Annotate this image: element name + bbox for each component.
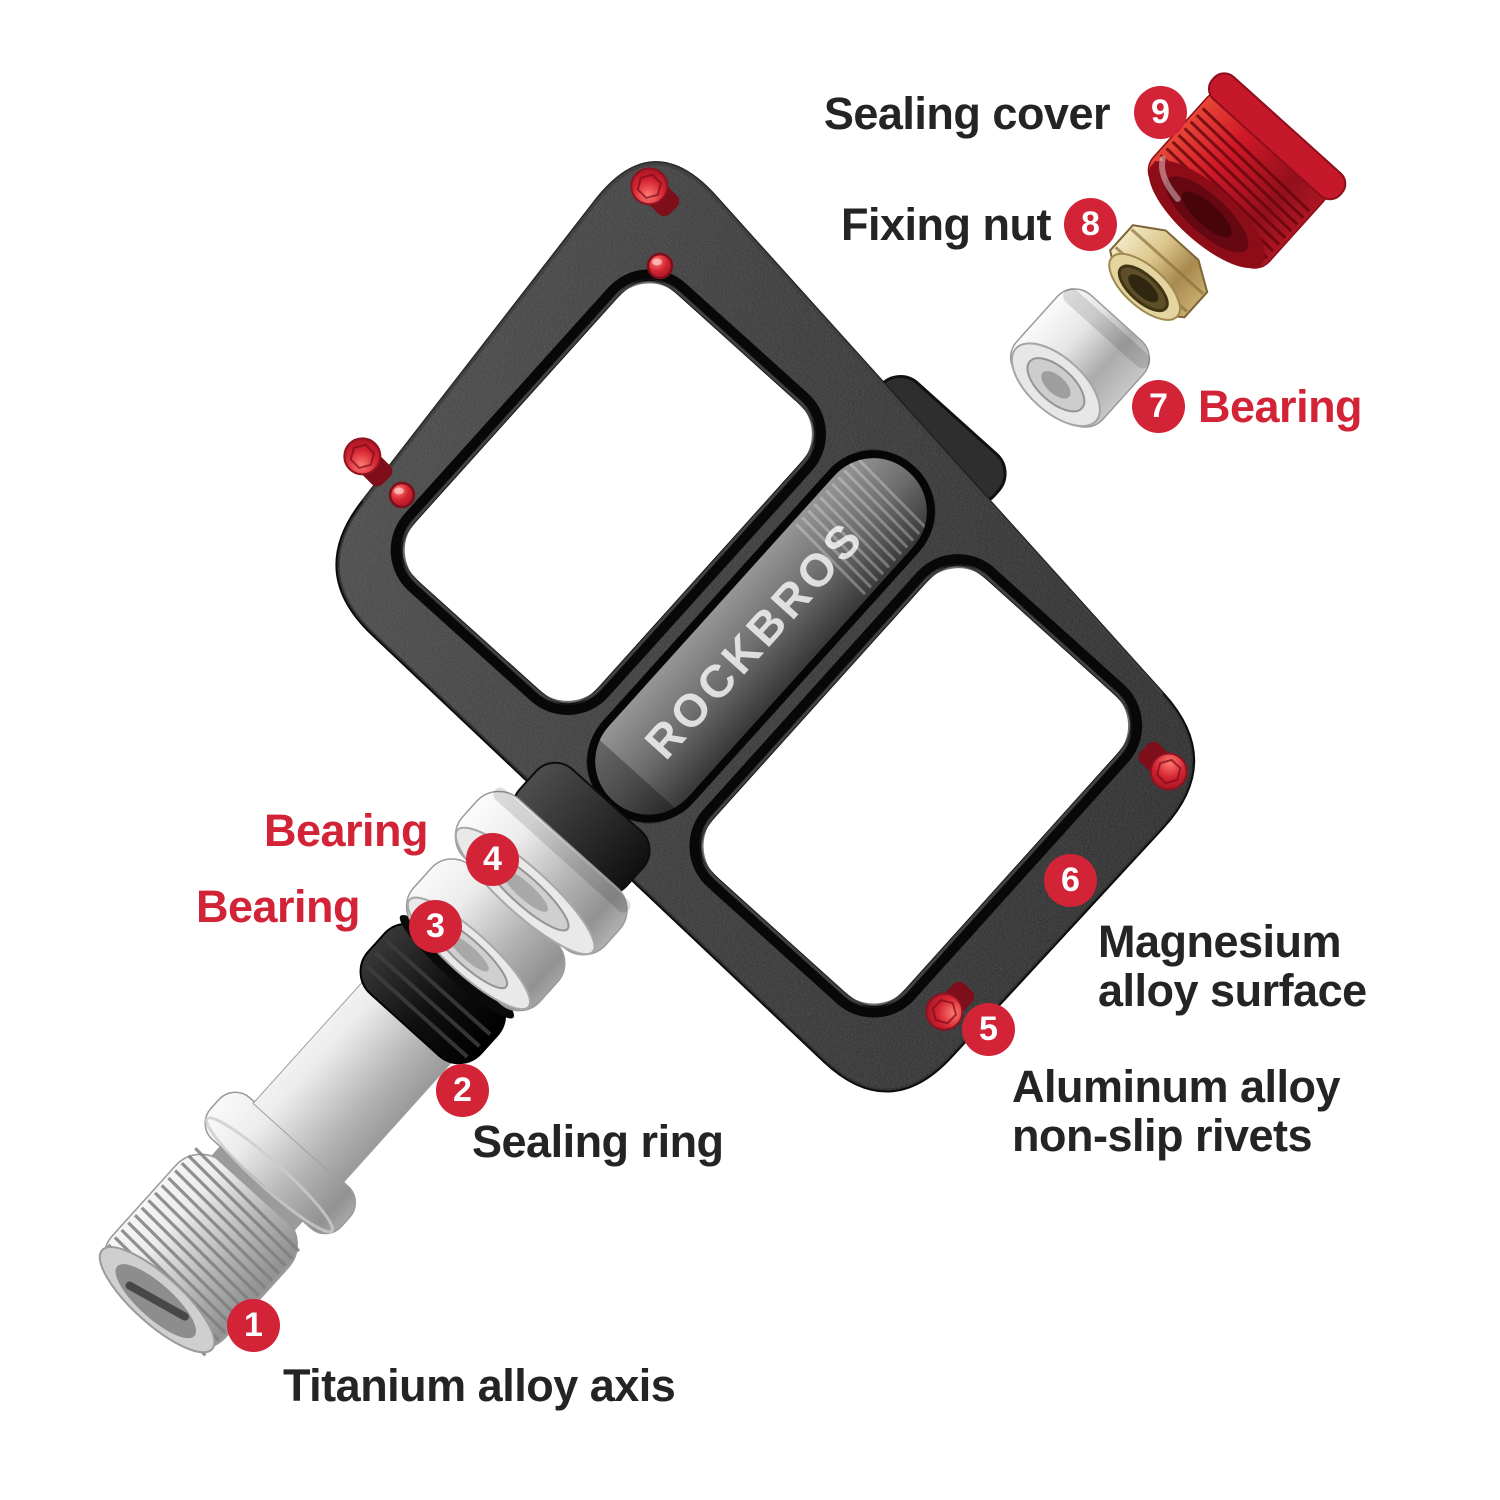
- part-badge-3: 3: [409, 900, 462, 953]
- axle-groove: [211, 1144, 305, 1231]
- label-surface-line2: alloy surface: [1098, 965, 1367, 1016]
- label-bearing-4: Bearing: [263, 805, 429, 856]
- part-badge-5: 5: [962, 1003, 1015, 1056]
- rivet-dot-top: [646, 252, 674, 280]
- label-fixing-nut: Fixing nut: [841, 199, 1051, 250]
- fixing-nut-part: [1108, 224, 1209, 321]
- part-badge-4: 4: [466, 833, 519, 886]
- pedal-surface-texture: [337, 163, 1193, 1091]
- window-bevels: [361, 161, 1164, 1018]
- label-titanium-axis: Titanium alloy axis: [283, 1360, 676, 1411]
- label-surface-line1: Magnesium: [1098, 916, 1342, 967]
- spindle-thread-texture: [795, 456, 927, 596]
- label-bearing-7: Bearing: [1198, 381, 1363, 432]
- label-sealing-cover: Sealing cover: [823, 88, 1111, 139]
- part-badge-8: 8: [1064, 198, 1117, 251]
- label-rivets-line2: non-slip rivets: [1012, 1110, 1313, 1161]
- axle-in-channel: ROCKBROS: [557, 426, 957, 854]
- part-badge-7: 7: [1132, 380, 1185, 433]
- part-badge-2: 2: [436, 1064, 489, 1117]
- label-sealing-ring: Sealing ring: [472, 1116, 724, 1167]
- axle-collar: [204, 1091, 357, 1235]
- label-bearing-3: Bearing: [195, 881, 361, 932]
- label-rivets: Aluminum alloy non-slip rivets: [1012, 1061, 1341, 1161]
- label-surface: Magnesium alloy surface: [1098, 917, 1367, 1015]
- axle-end-slot: [125, 1281, 189, 1321]
- label-rivets-line1: Aluminum alloy: [1012, 1061, 1341, 1112]
- bearing-7-part: [1009, 288, 1151, 428]
- part-badge-6: 6: [1044, 854, 1097, 907]
- rivet-dot-left: [388, 481, 416, 509]
- part-badge-9: 9: [1134, 86, 1187, 139]
- sealing-cover-part: [1147, 72, 1347, 269]
- part-badge-1: 1: [227, 1299, 280, 1352]
